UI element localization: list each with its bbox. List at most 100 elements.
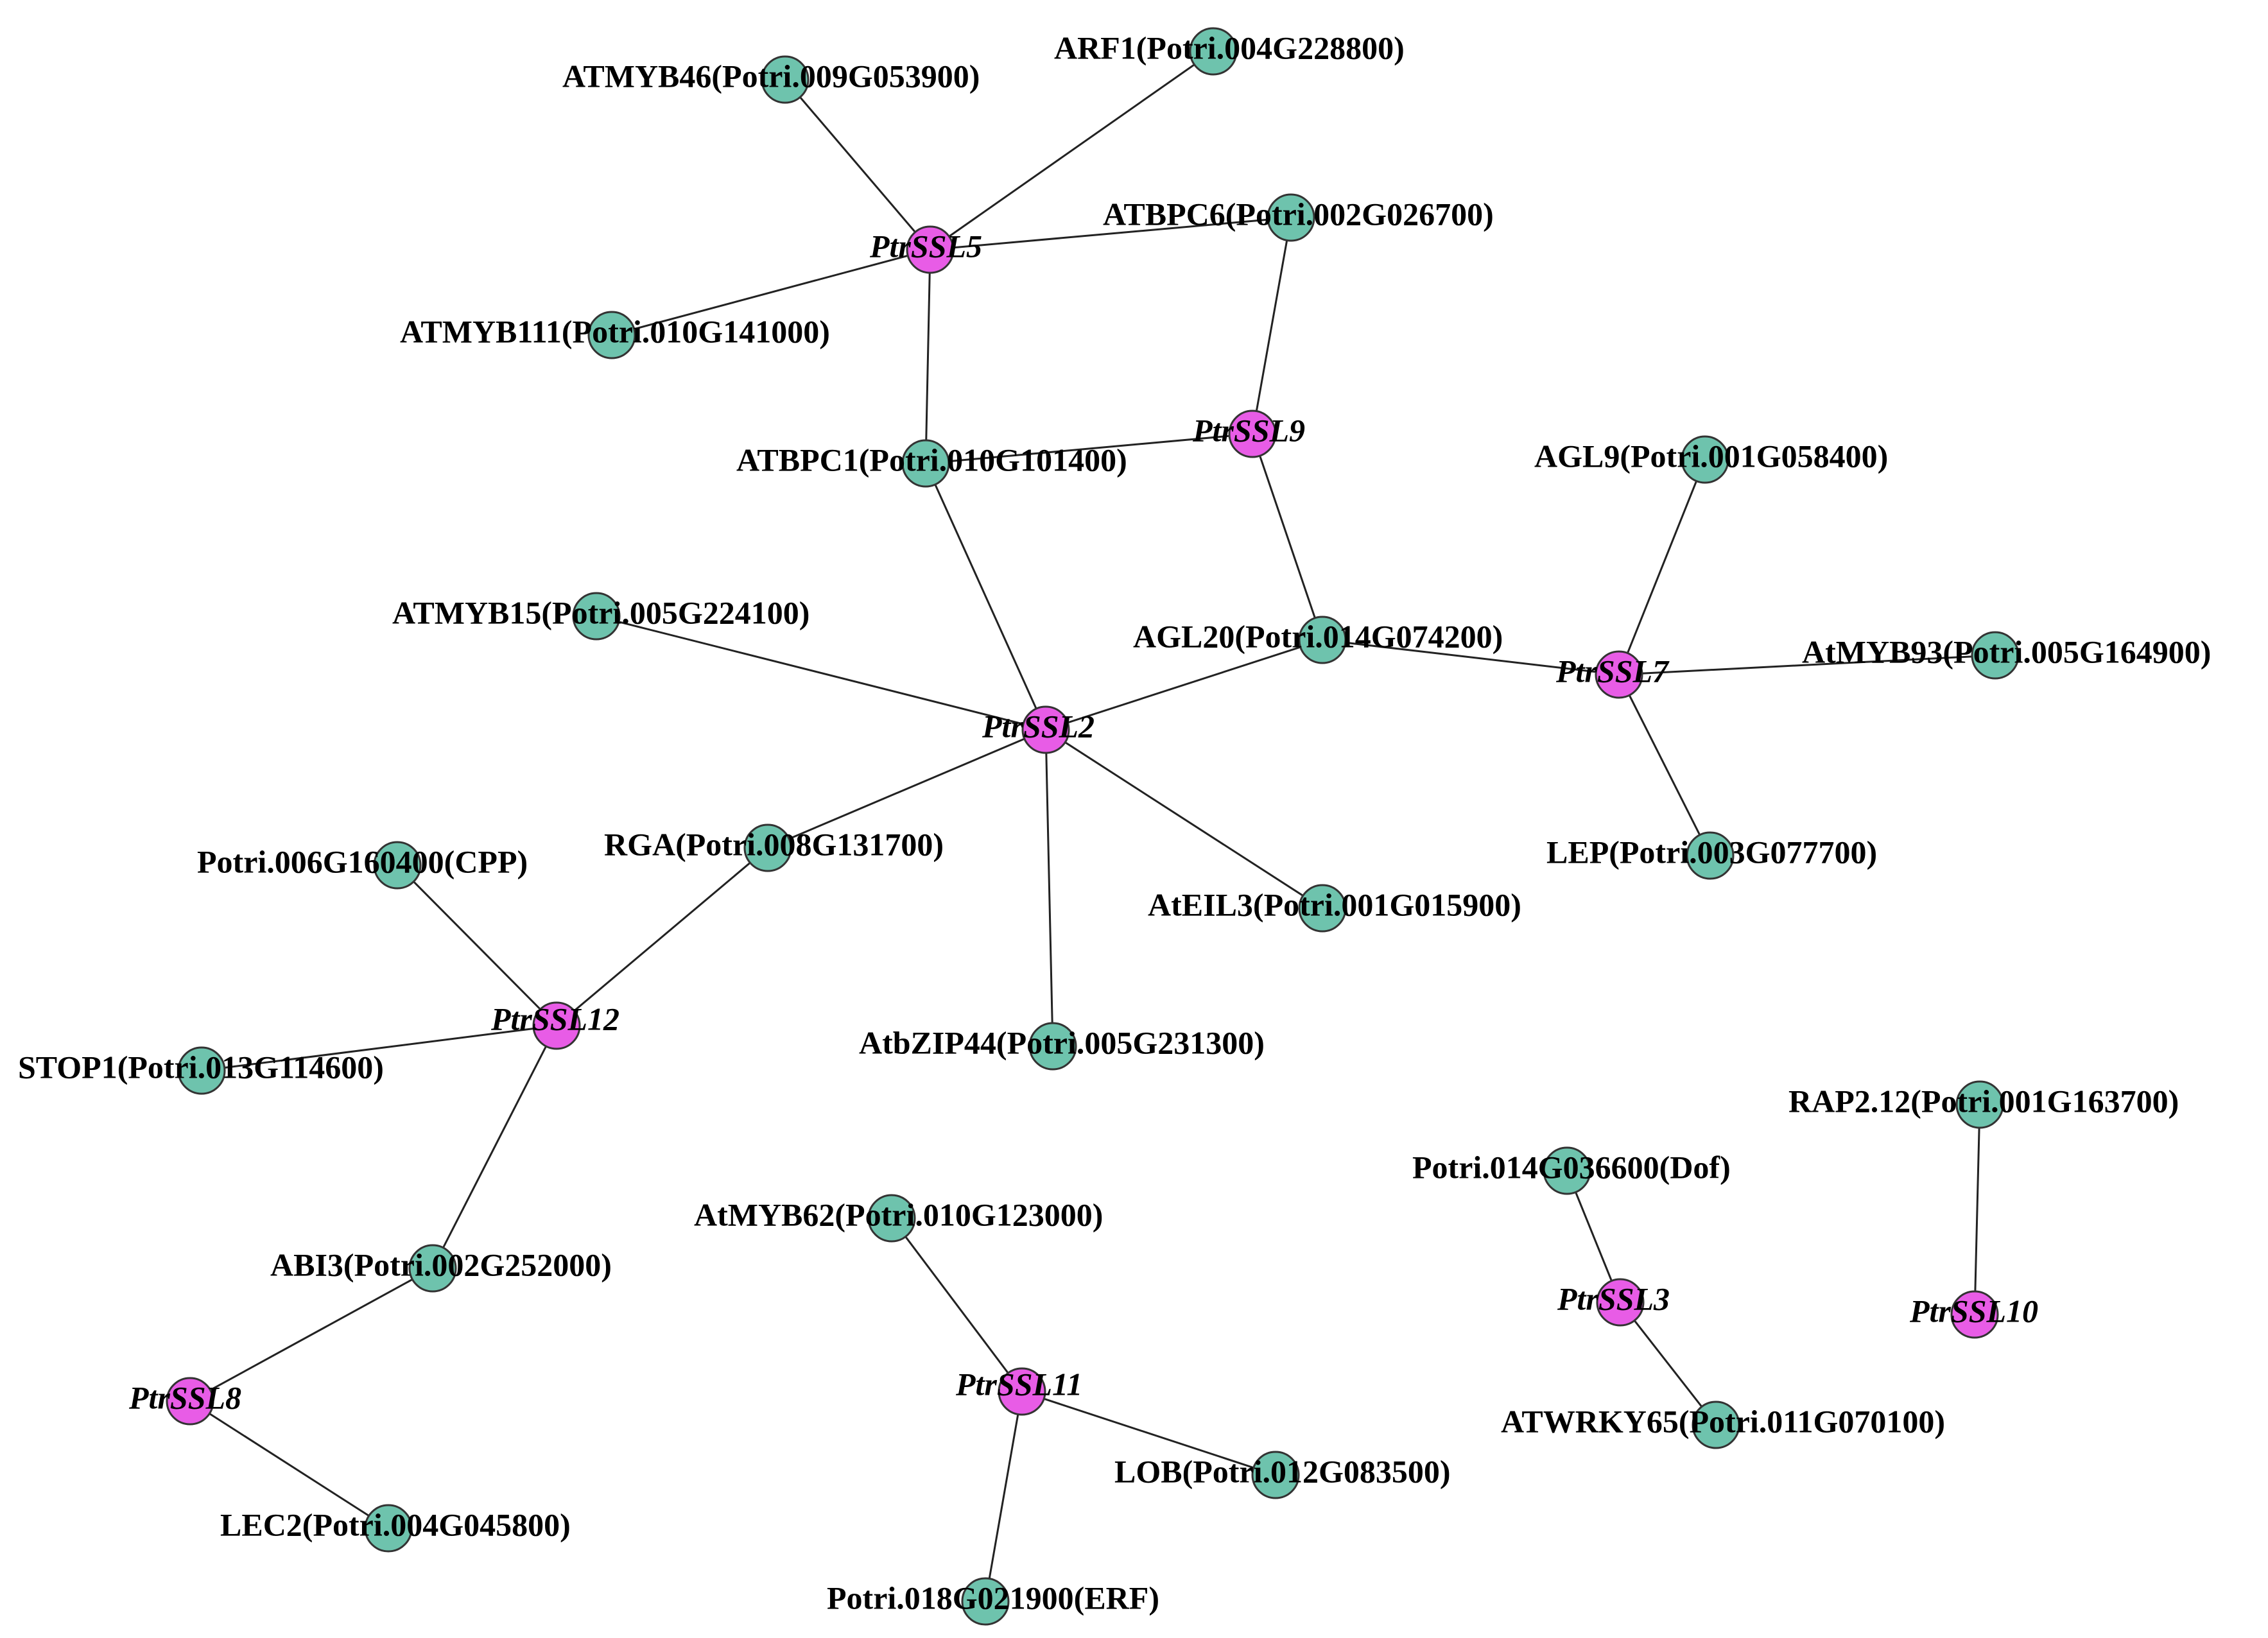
edge-ssl8-abi3: [189, 1267, 433, 1402]
node-circle-myb62: [867, 1194, 916, 1243]
node-myb46: ATMYB46(Potri.009G053900): [562, 55, 980, 104]
edge-ssl12-stop1: [201, 1024, 557, 1072]
node-label-myb111: ATMYB111(Potri.010G141000): [400, 313, 830, 349]
node-circle-ssl2: [1021, 705, 1070, 754]
edge-ssl2-agl20: [1045, 639, 1323, 731]
node-ssl3: PtrSSL3: [1557, 1278, 1670, 1327]
node-label-eil3: AtEIL3(Potri.001G015900): [1148, 886, 1521, 922]
edge-ssl12-rga: [556, 847, 768, 1027]
node-circle-bpc1: [901, 439, 950, 488]
edge-ssl2-eil3: [1045, 728, 1323, 910]
node-label-lec2: LEC2(Potri.004G045800): [220, 1506, 571, 1542]
node-circle-stop1: [177, 1046, 226, 1095]
node-label-agl20: AGL20(Potri.014G074200): [1133, 618, 1503, 654]
node-circle-bzip44: [1028, 1022, 1077, 1071]
node-label-lob: LOB(Potri.012G083500): [1114, 1453, 1451, 1489]
node-label-myb46: ATMYB46(Potri.009G053900): [562, 58, 980, 94]
node-ssl7: PtrSSL7: [1555, 650, 1670, 699]
edge-ssl3-wrky65: [1619, 1302, 1717, 1426]
node-ssl8: PtrSSL8: [128, 1377, 241, 1426]
node-label-wrky65: ATWRKY65(Potri.011G070100): [1501, 1403, 1945, 1439]
node-label-dof: Potri.014G036600(Dof): [1412, 1149, 1731, 1185]
node-circle-ssl11: [998, 1367, 1046, 1416]
edge-ssl5-bpc6: [930, 216, 1292, 251]
node-label-ssl7: PtrSSL7: [1555, 653, 1670, 689]
node-erf: Potri.018G021900(ERF): [827, 1577, 1159, 1626]
node-label-ssl5: PtrSSL5: [869, 228, 982, 264]
edge-ssl2-myb15: [596, 615, 1046, 731]
edges-layer: [189, 50, 1996, 1602]
node-circle-myb93: [1971, 631, 2020, 680]
node-label-ssl11: PtrSSL11: [955, 1366, 1082, 1402]
node-agl20: AGL20(Potri.014G074200): [1133, 616, 1503, 664]
node-dof: Potri.014G036600(Dof): [1412, 1146, 1731, 1195]
node-label-bzip44: AtbZIP44(Potri.005G231300): [859, 1024, 1265, 1060]
edge-ssl9-bpc6: [1251, 217, 1292, 435]
node-cpp: Potri.006G160400(CPP): [197, 841, 528, 890]
node-rga: RGA(Potri.008G131700): [604, 823, 944, 872]
node-label-ssl8: PtrSSL8: [128, 1379, 241, 1415]
node-circle-rap212: [1955, 1080, 2004, 1129]
node-label-ssl9: PtrSSL9: [1192, 412, 1305, 448]
edge-ssl7-myb93: [1618, 654, 1996, 676]
node-circle-ssl5: [906, 225, 955, 274]
node-myb111: ATMYB111(Potri.010G141000): [400, 311, 830, 359]
node-label-rap212: RAP2.12(Potri.001G163700): [1788, 1083, 2179, 1119]
node-circle-ssl3: [1596, 1278, 1645, 1327]
node-label-ssl2: PtrSSL2: [982, 708, 1095, 744]
node-lec2: LEC2(Potri.004G045800): [220, 1504, 571, 1553]
node-ssl10: PtrSSL10: [1909, 1290, 2038, 1339]
node-abi3: ABI3(Potri.002G252000): [270, 1244, 612, 1293]
edge-ssl10-rap212: [1973, 1104, 1981, 1315]
edge-ssl7-lep: [1618, 674, 1711, 856]
node-myb93: AtMYB93(Potri.005G164900): [1802, 631, 2211, 680]
node-circle-ssl12: [532, 1001, 581, 1050]
node-label-myb62: AtMYB62(Potri.010G123000): [694, 1196, 1103, 1232]
node-arf1: ARF1(Potri.004G228800): [1054, 27, 1405, 76]
node-bpc6: ATBPC6(Potri.002G026700): [1103, 193, 1494, 242]
node-circle-rga: [743, 823, 792, 872]
node-label-myb15: ATMYB15(Potri.005G224100): [392, 594, 809, 630]
edge-ssl9-bpc1: [925, 433, 1253, 465]
node-circle-agl20: [1298, 616, 1347, 664]
edge-ssl7-agl9: [1618, 459, 1706, 675]
edge-ssl12-cpp: [396, 864, 558, 1027]
node-ssl12: PtrSSL12: [490, 1001, 619, 1050]
edge-ssl7-agl20: [1322, 639, 1620, 676]
edge-ssl5-myb111: [611, 248, 931, 336]
edge-ssl9-agl20: [1251, 433, 1324, 641]
node-circle-wrky65: [1692, 1401, 1740, 1449]
node-myb62: AtMYB62(Potri.010G123000): [694, 1194, 1103, 1243]
node-circle-myb111: [587, 311, 636, 359]
node-label-lep: LEP(Potri.003G077700): [1546, 834, 1877, 870]
edge-ssl11-erf: [984, 1391, 1023, 1602]
edge-ssl5-arf1: [930, 50, 1214, 251]
node-label-bpc1: ATBPC1(Potri.010G101400): [736, 442, 1127, 478]
node-circle-dof: [1543, 1146, 1591, 1195]
node-label-arf1: ARF1(Potri.004G228800): [1054, 30, 1405, 65]
edge-ssl12-abi3: [431, 1025, 558, 1269]
node-label-ssl3: PtrSSL3: [1557, 1280, 1670, 1316]
edge-ssl8-lec2: [189, 1400, 389, 1530]
node-circle-lep: [1686, 831, 1735, 880]
node-circle-ssl7: [1595, 650, 1643, 699]
node-label-ssl12: PtrSSL12: [490, 1001, 619, 1037]
node-circle-ssl9: [1228, 410, 1277, 458]
node-lep: LEP(Potri.003G077700): [1546, 831, 1877, 880]
node-ssl2: PtrSSL2: [982, 705, 1095, 754]
node-bpc1: ATBPC1(Potri.010G101400): [736, 439, 1127, 488]
node-circle-lec2: [364, 1504, 413, 1553]
node-circle-cpp: [373, 841, 422, 890]
node-label-abi3: ABI3(Potri.002G252000): [270, 1246, 612, 1282]
node-circle-ssl10: [1950, 1290, 1999, 1339]
node-label-agl9: AGL9(Potri.001G058400): [1534, 438, 1888, 474]
node-label-myb93: AtMYB93(Potri.005G164900): [1802, 634, 2211, 669]
node-wrky65: ATWRKY65(Potri.011G070100): [1501, 1401, 1945, 1449]
node-circle-ssl8: [166, 1377, 214, 1426]
node-circle-abi3: [408, 1244, 457, 1293]
edge-ssl5-bpc1: [924, 249, 931, 464]
edge-ssl11-myb62: [890, 1218, 1023, 1392]
node-agl9: AGL9(Potri.001G058400): [1534, 435, 1888, 484]
